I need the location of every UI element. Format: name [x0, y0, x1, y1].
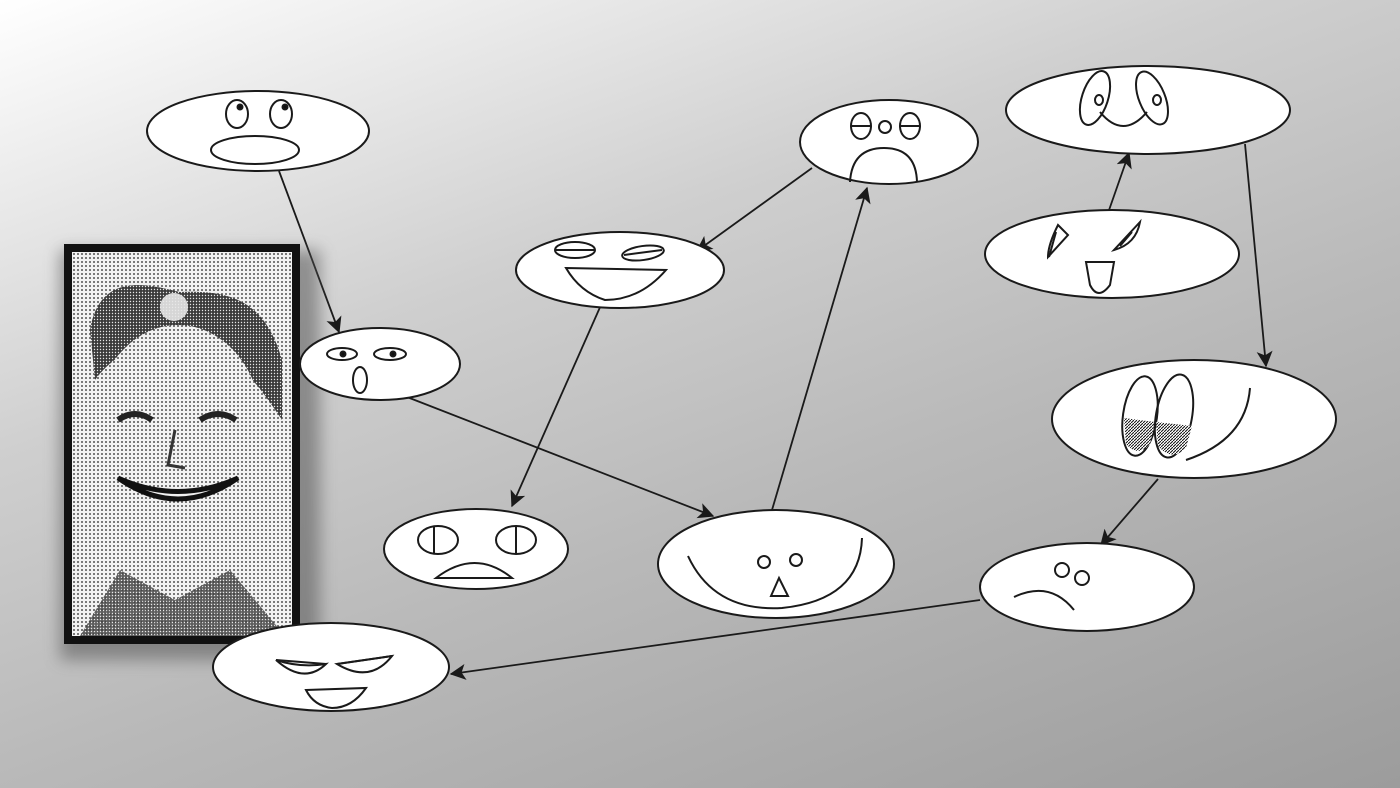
face-node-gasp — [799, 99, 979, 185]
face-node-bashful — [1051, 359, 1337, 479]
face-node-cheeky — [984, 209, 1240, 299]
edges — [278, 143, 1273, 680]
edge-n3-n4 — [510, 304, 602, 508]
edge-n10-n11 — [449, 599, 981, 680]
edge-n8-n7 — [1107, 151, 1132, 214]
portrait-photo — [60, 244, 320, 660]
face-node-startled — [299, 327, 461, 401]
edge-n2-n6 — [406, 396, 715, 519]
face-node-smug — [212, 622, 450, 712]
face-node-silly — [1005, 65, 1291, 155]
edge-n7-n9 — [1244, 143, 1273, 368]
edge-n5-n3 — [695, 167, 813, 252]
edge-n6-n5 — [771, 186, 871, 511]
face-node-frown — [979, 542, 1195, 632]
face-node-wide-smile — [657, 509, 895, 619]
face-node-surprised — [146, 90, 370, 172]
face-node-laughing — [515, 231, 725, 309]
face-node-worried — [383, 508, 569, 590]
edge-n9-n10 — [1100, 478, 1159, 547]
